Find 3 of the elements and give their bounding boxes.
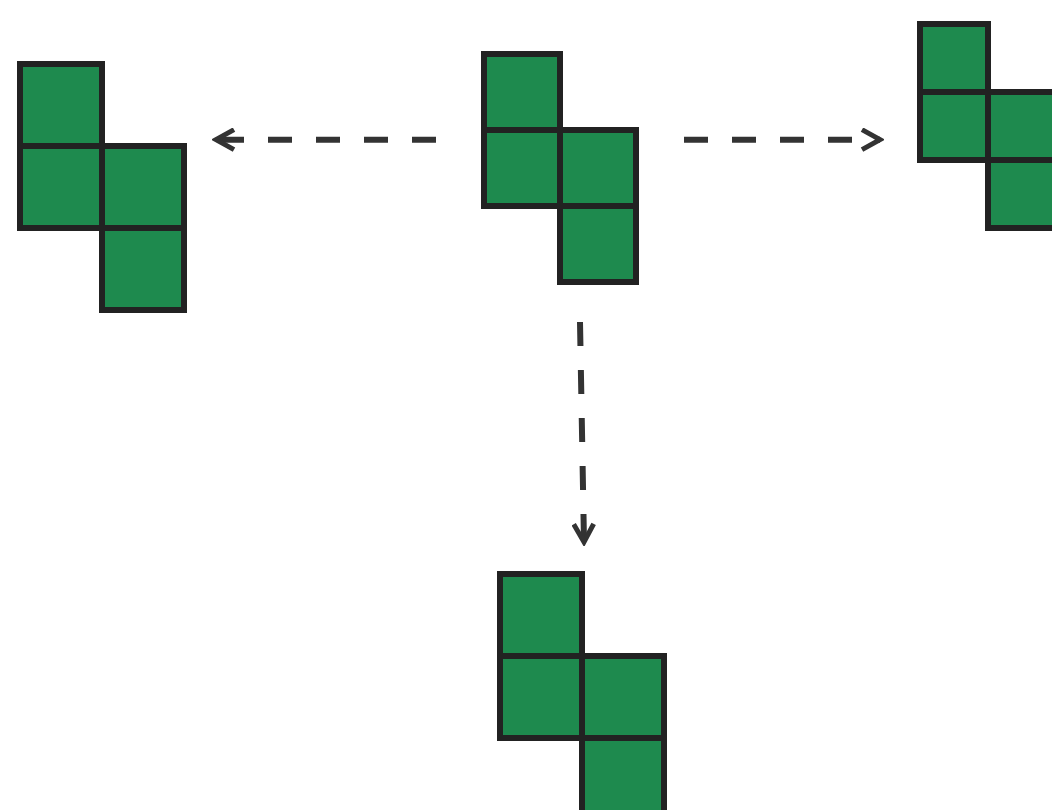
dashed-arrow [213, 127, 436, 153]
dashed-arrow [571, 321, 597, 545]
dashed-arrow [684, 127, 883, 153]
